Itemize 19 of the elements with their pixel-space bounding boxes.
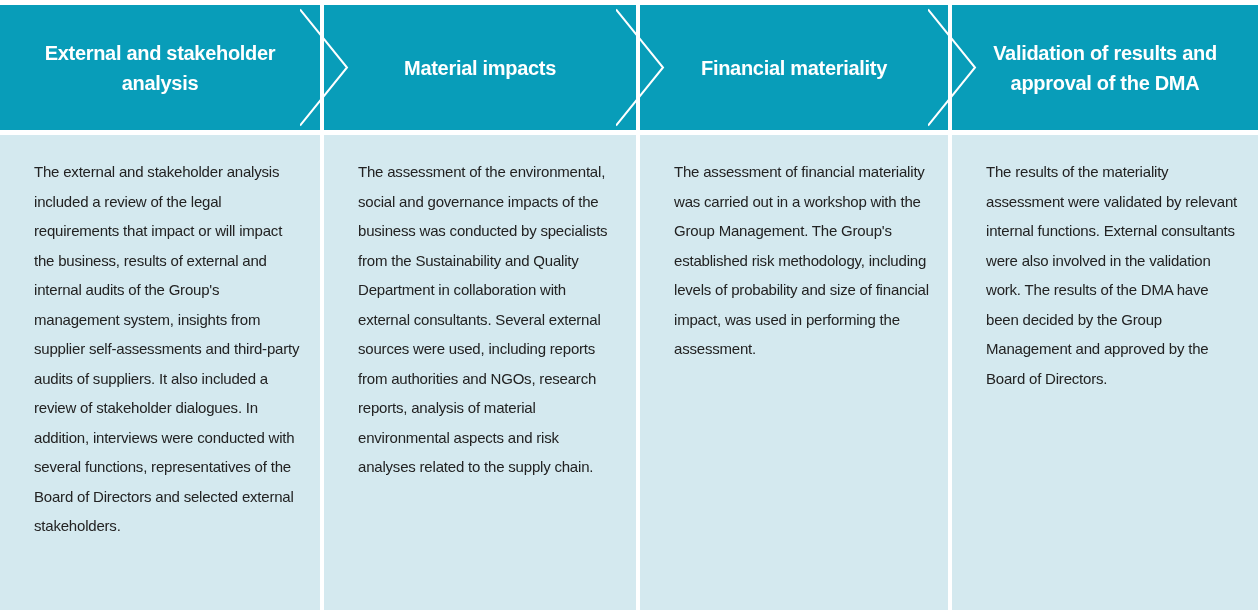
description-text: The results of the materiality assessment were validated by relevant internal functions. External consultants were also involved in the validation work. The results of the DMA have been decided by the Group Management and approved by the Board of Directors. — [986, 162, 1239, 389]
step-description-panel — [324, 135, 636, 610]
step-description-panel — [0, 135, 320, 610]
step-description-panel — [952, 135, 1258, 610]
step-title: External and stakeholder analysis — [43, 40, 277, 96]
step-title: Validation of results and approval of the DMA — [992, 40, 1218, 96]
step-header — [324, 5, 636, 130]
step-title: Material impacts — [404, 55, 556, 81]
step-header — [952, 5, 1258, 130]
step-header — [640, 5, 948, 130]
description-text: The assessment of financial materiality was carried out in a workshop with the Group Management. The Group's established risk methodology, including levels of probability and size of financial impact, was used in performing the assessment. — [674, 162, 930, 359]
description-text: The assessment of the environmental, social and governance impacts of the business was conducted by specialists from the Sustainability and Quality Department in collaboration with external consultants. Several external sources were used, including reports from authorities and NGOs, research reports, analysis of material environmental aspects and risk analyses related to the supply chain. — [358, 162, 609, 477]
chevron-arrow — [299, 8, 348, 127]
chevron-arrow — [927, 8, 976, 127]
step-description-panel — [640, 135, 948, 610]
chevron-arrow — [615, 8, 664, 127]
step-header — [0, 5, 320, 130]
description-text: The external and stakeholder analysis included a review of the legal requirements that impact or will impact the business, results of external and internal audits of the Group's management system, insights from supplier self-assessments and third-party audits of suppliers. It also included a review of stakeholder dialogues. In addition, interviews were conducted with several functions, representatives of the Board of Directors and selected external stakeholders. — [34, 162, 301, 536]
step-title: Financial materiality — [701, 55, 887, 81]
